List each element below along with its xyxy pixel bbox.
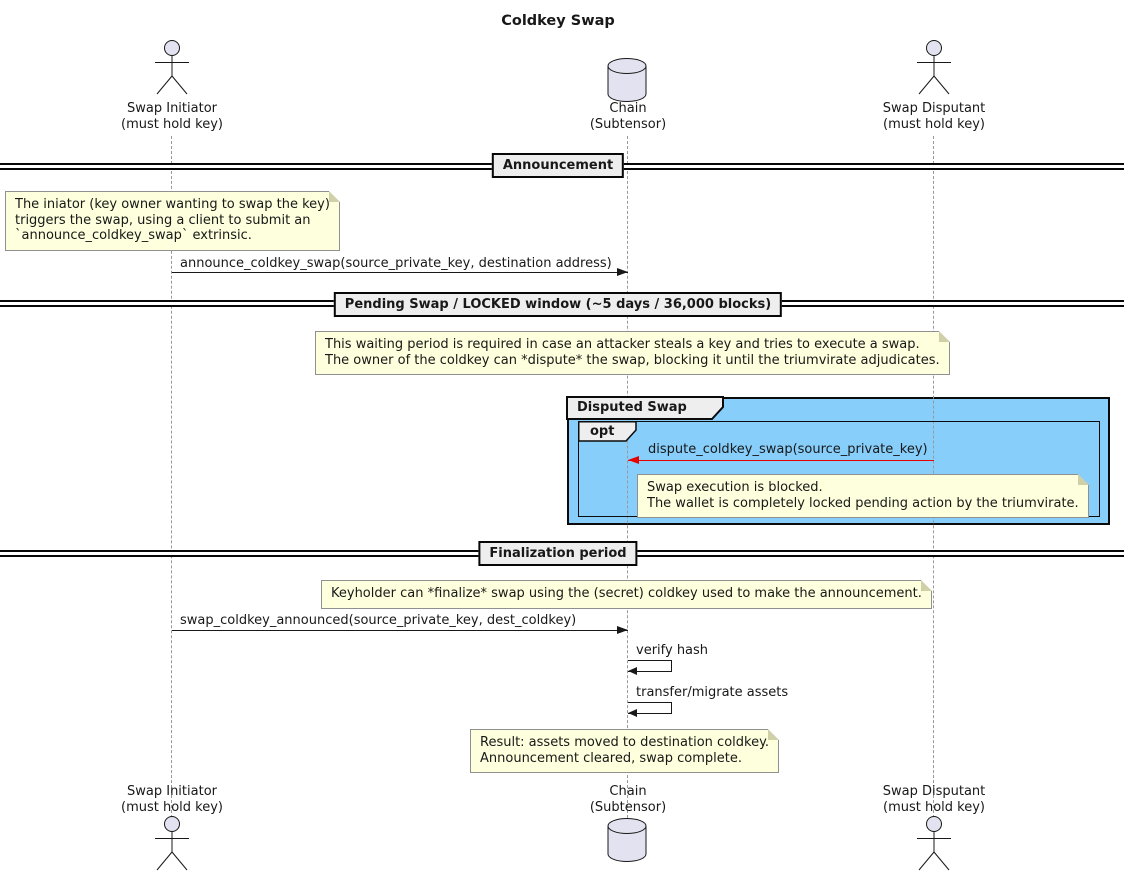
message-transfer-label: transfer/migrate assets xyxy=(636,685,789,700)
divider-pending-swap: Pending Swap / LOCKED window (~5 days / … xyxy=(333,292,783,317)
self-message-transfer-loop xyxy=(628,702,672,714)
message-announce-label: announce_coldkey_swap(source_private_key… xyxy=(180,256,612,271)
actor-label-chain-bottom: Chain (Subtensor) xyxy=(589,784,667,815)
message-dispute-label: dispute_coldkey_swap(source_private_key) xyxy=(648,442,928,457)
group-tab-shape xyxy=(566,396,724,420)
actor-label-initiator-top: Swap Initiator (must hold key) xyxy=(121,101,223,132)
note-finalize: Keyholder can *finalize* swap using the … xyxy=(321,580,932,609)
actor-label-disputant-bottom: Swap Disputant (must hold key) xyxy=(882,784,986,815)
arrowhead-finalize-icon xyxy=(617,626,628,634)
self-message-verify-loop xyxy=(628,660,672,672)
group-title: Disputed Swap xyxy=(577,400,687,415)
actor-label-disputant-top: Swap Disputant (must hold key) xyxy=(882,101,986,132)
database-icon-chain-top xyxy=(607,58,647,102)
note-announce: The iniator (key owner wanting to swap t… xyxy=(5,191,340,251)
actor-icon-disputant-top xyxy=(917,40,951,95)
arrowhead-verify-icon xyxy=(628,667,637,675)
actor-icon-initiator-bottom xyxy=(155,816,189,871)
lifeline-chain xyxy=(627,136,628,818)
arrowhead-transfer-icon xyxy=(628,709,637,717)
actor-label-chain-top: Chain (Subtensor) xyxy=(589,101,667,132)
message-announce-line xyxy=(172,272,628,273)
note-result: Result: assets moved to destination cold… xyxy=(470,729,780,773)
opt-tab-shape xyxy=(578,421,637,442)
arrowhead-dispute-icon xyxy=(628,456,639,464)
message-verify-hash-label: verify hash xyxy=(636,643,709,658)
actor-icon-initiator-top xyxy=(155,40,189,95)
diagram-title: Coldkey Swap xyxy=(501,13,615,29)
arrowhead-announce-icon xyxy=(617,268,628,276)
opt-operator-label: opt xyxy=(590,424,615,439)
note-blocked: Swap execution is blocked. The wallet is… xyxy=(637,474,1089,518)
actor-icon-disputant-bottom xyxy=(917,816,951,871)
message-dispute-line xyxy=(628,460,934,461)
divider-announcement: Announcement xyxy=(491,153,625,178)
message-finalize-line xyxy=(172,630,628,631)
lifeline-initiator xyxy=(171,136,172,818)
database-icon-chain-bottom xyxy=(607,818,647,862)
divider-finalization: Finalization period xyxy=(478,541,638,566)
note-waiting-period: This waiting period is required in case … xyxy=(315,331,950,375)
message-finalize-label: swap_coldkey_announced(source_private_ke… xyxy=(180,613,577,628)
actor-label-initiator-bottom: Swap Initiator (must hold key) xyxy=(121,784,223,815)
